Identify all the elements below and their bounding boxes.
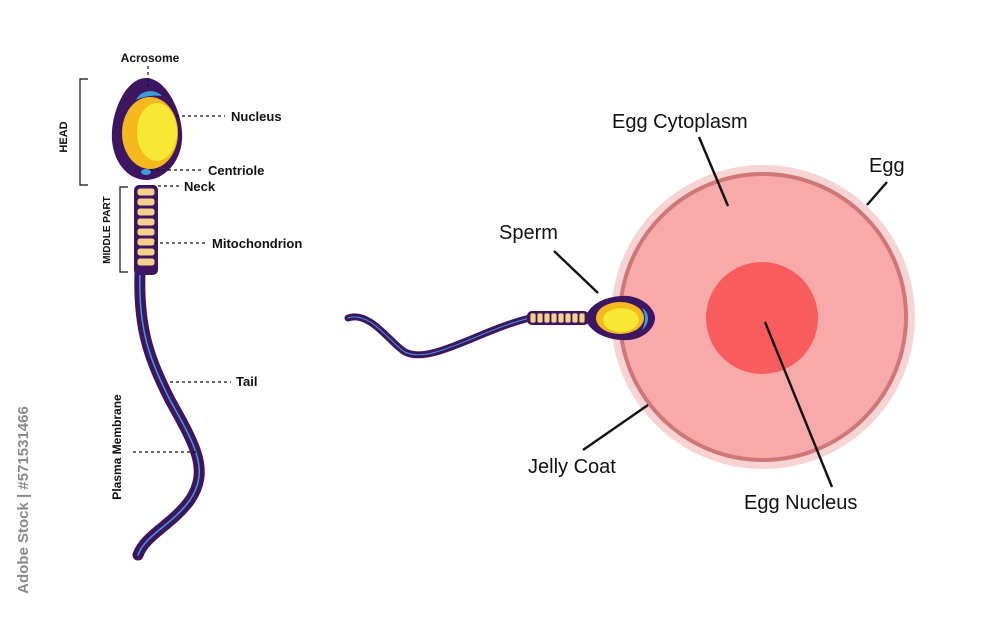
swimming-sperm-acrosome [642,308,648,330]
egg-nucleus [706,262,818,374]
plasma-membrane-label: Plasma Membrane [110,394,124,500]
sperm-nucleus-inner [137,103,177,161]
middle-part-bracket [119,186,128,273]
centriole-label: Centriole [208,163,264,178]
egg-label: Egg [869,155,905,177]
sperm-anatomy-figure: HEAD MIDDLE PART Acrosome Nucleus Centri… [58,51,302,561]
swimming-sperm-tail [344,313,534,359]
head-bracket [79,78,88,186]
sperm-tail [132,266,205,561]
centriole [141,169,151,175]
swimming-sperm-tail-line [347,316,531,356]
sperm-leader-lines [133,66,231,453]
tail-label: Tail [236,374,257,389]
sperm-label: Sperm [499,222,558,244]
swimming-sperm-mitochondria [529,312,586,324]
mitochondrion-label: Mitochondrion [212,236,302,251]
head-bracket-label: HEAD [58,121,70,152]
fertilization-leader-lines [553,136,888,488]
jelly-coat-label: Jelly Coat [528,456,616,478]
neck-label: Neck [184,179,216,194]
fertilization-figure: Egg Cytoplasm Egg Sperm Jelly Coat Egg N… [344,111,915,514]
tail-membrane-line [137,271,200,556]
swimming-sperm-nucleus-inner [603,308,639,332]
middle-part-bracket-label: MIDDLE PART [102,196,113,264]
nucleus-label: Nucleus [231,109,282,124]
acrosome-label: Acrosome [121,51,180,65]
egg-nucleus-label: Egg Nucleus [744,492,857,514]
stock-id-watermark: Adobe Stock | #571531466 [15,406,32,594]
acrosome-cap [136,91,162,100]
mitochondria-segments [136,187,156,267]
egg-cytoplasm-label: Egg Cytoplasm [612,111,748,133]
